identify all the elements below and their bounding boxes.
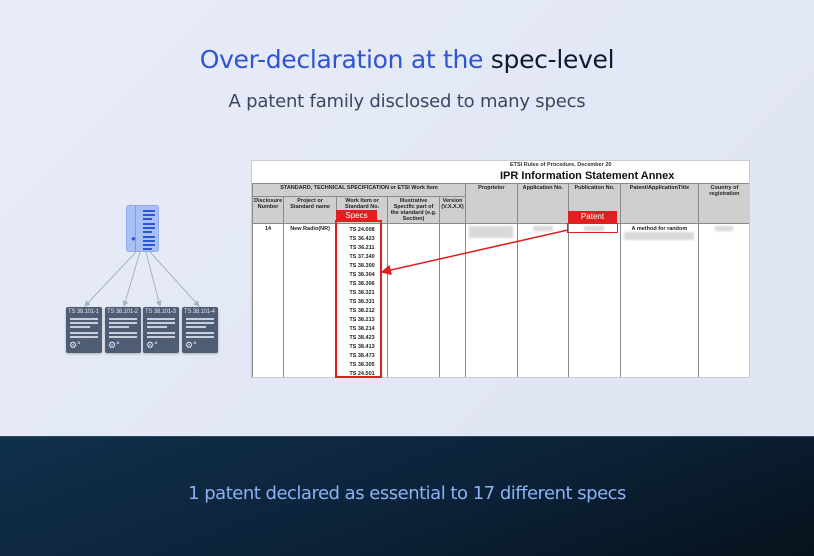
gear-icon: ⚙° [185, 340, 197, 350]
spec-document-4: TS 38.101-4 ⚙° [182, 307, 218, 353]
redacted-application-no [532, 226, 553, 231]
slide-content: Over-declaration at the spec-level A pat… [0, 45, 814, 378]
specs-highlight-box [335, 220, 382, 378]
cell-patent-title: A method for random [620, 223, 699, 377]
table-row: 14 New Radio(NR) TS 24.008 TS 36.423 TS … [252, 223, 749, 377]
col-illustrative: Illustrative Specific part of the standa… [386, 196, 441, 224]
spec-document-1: TS 38.101-1 ⚙° [66, 307, 102, 353]
spec-item: TS 38.306 [349, 281, 375, 287]
title-rest: spec-level [490, 45, 615, 74]
redacted-proprietor [469, 226, 514, 238]
cell-version [439, 223, 467, 377]
col-proprietor: Proprietor [465, 183, 518, 224]
spec-item: TS 38.300 [349, 263, 375, 269]
redacted-country [715, 226, 734, 231]
spec-item: TS 38.304 [349, 272, 375, 278]
col-disclosure-number: Disclosure Number [252, 196, 285, 224]
summary-statement: 1 patent declared as essential to 17 dif… [188, 483, 626, 504]
patent-to-specs-diagram: ● TS 38.101-1 ⚙° TS 38.101-2 ⚙° TS 38.10… [60, 195, 225, 365]
cell-proprietor [465, 223, 518, 377]
spec-item: TS 24.008 [349, 227, 375, 233]
spec-item: TS 36.211 [349, 245, 375, 251]
spec-item: TS 38.413 [349, 344, 375, 350]
certificate-document-icon: ● [126, 205, 159, 252]
gear-icon: ⚙° [108, 340, 120, 350]
summary-banner: 1 patent declared as essential to 17 dif… [0, 436, 814, 556]
col-project: Project or Standard name [283, 196, 338, 224]
cell-specs: TS 24.008 TS 36.423 TS 36.211 TS 37.340 … [336, 223, 388, 377]
col-version: Version (V.X.X.X) [439, 196, 467, 224]
cell-project: New Radio(NR) [283, 223, 338, 377]
gear-icon: ⚙° [146, 340, 158, 350]
ipr-statement-document: ETSI Rules of Procedure, December 20 IPR… [251, 160, 750, 378]
redacted-title [624, 232, 695, 240]
spec-item: TS 38.213 [349, 317, 375, 323]
spec-item: TS 38.305 [349, 362, 375, 368]
spec-item: TS 38.473 [349, 353, 375, 359]
specs-label: Specs [336, 210, 377, 222]
spec-item: TS 38.321 [349, 290, 375, 296]
ipr-table: STANDARD, TECHNICAL SPECIFICATION or ETS… [252, 183, 749, 377]
specs-list: TS 24.008 TS 36.423 TS 36.211 TS 37.340 … [337, 226, 387, 377]
group-header: STANDARD, TECHNICAL SPECIFICATION or ETS… [252, 183, 467, 197]
spec-item: TS 36.423 [349, 236, 375, 242]
spec-item: TS 38.423 [349, 335, 375, 341]
document-title: IPR Information Statement Annex [500, 170, 675, 182]
col-country: Country of registration [697, 183, 749, 224]
page-subtitle: A patent family disclosed to many specs [228, 91, 586, 112]
rules-header: ETSI Rules of Procedure, December 20 [510, 162, 612, 168]
col-patent-title: Patent/ApplicationTitle [620, 183, 699, 224]
spec-item: TS 38.214 [349, 326, 375, 332]
spec-document-3: TS 38.101-3 ⚙° [143, 307, 179, 353]
cell-disclosure-number: 14 [252, 223, 285, 377]
title-highlight: Over-declaration at the [199, 45, 484, 74]
redacted-publication-no [584, 226, 605, 231]
gear-icon: ⚙° [69, 340, 81, 350]
cell-illustrative [386, 223, 441, 377]
award-seal-icon: ● [131, 234, 136, 243]
spec-item: TS 37.340 [349, 254, 375, 260]
patent-highlight-box [567, 223, 618, 233]
cell-country [697, 223, 749, 377]
spec-item: TS 24.501 [349, 371, 375, 377]
col-application-no: Application No. [516, 183, 569, 224]
page-title: Over-declaration at the spec-level [0, 45, 814, 74]
cell-application-no [516, 223, 569, 377]
spec-item: TS 38.331 [349, 299, 375, 305]
connector-arrows [84, 251, 200, 307]
patent-label: Patent [568, 211, 617, 223]
spec-document-2: TS 38.101-2 ⚙° [105, 307, 141, 353]
spec-item: TS 38.212 [349, 308, 375, 314]
cell-publication-no [567, 223, 622, 377]
